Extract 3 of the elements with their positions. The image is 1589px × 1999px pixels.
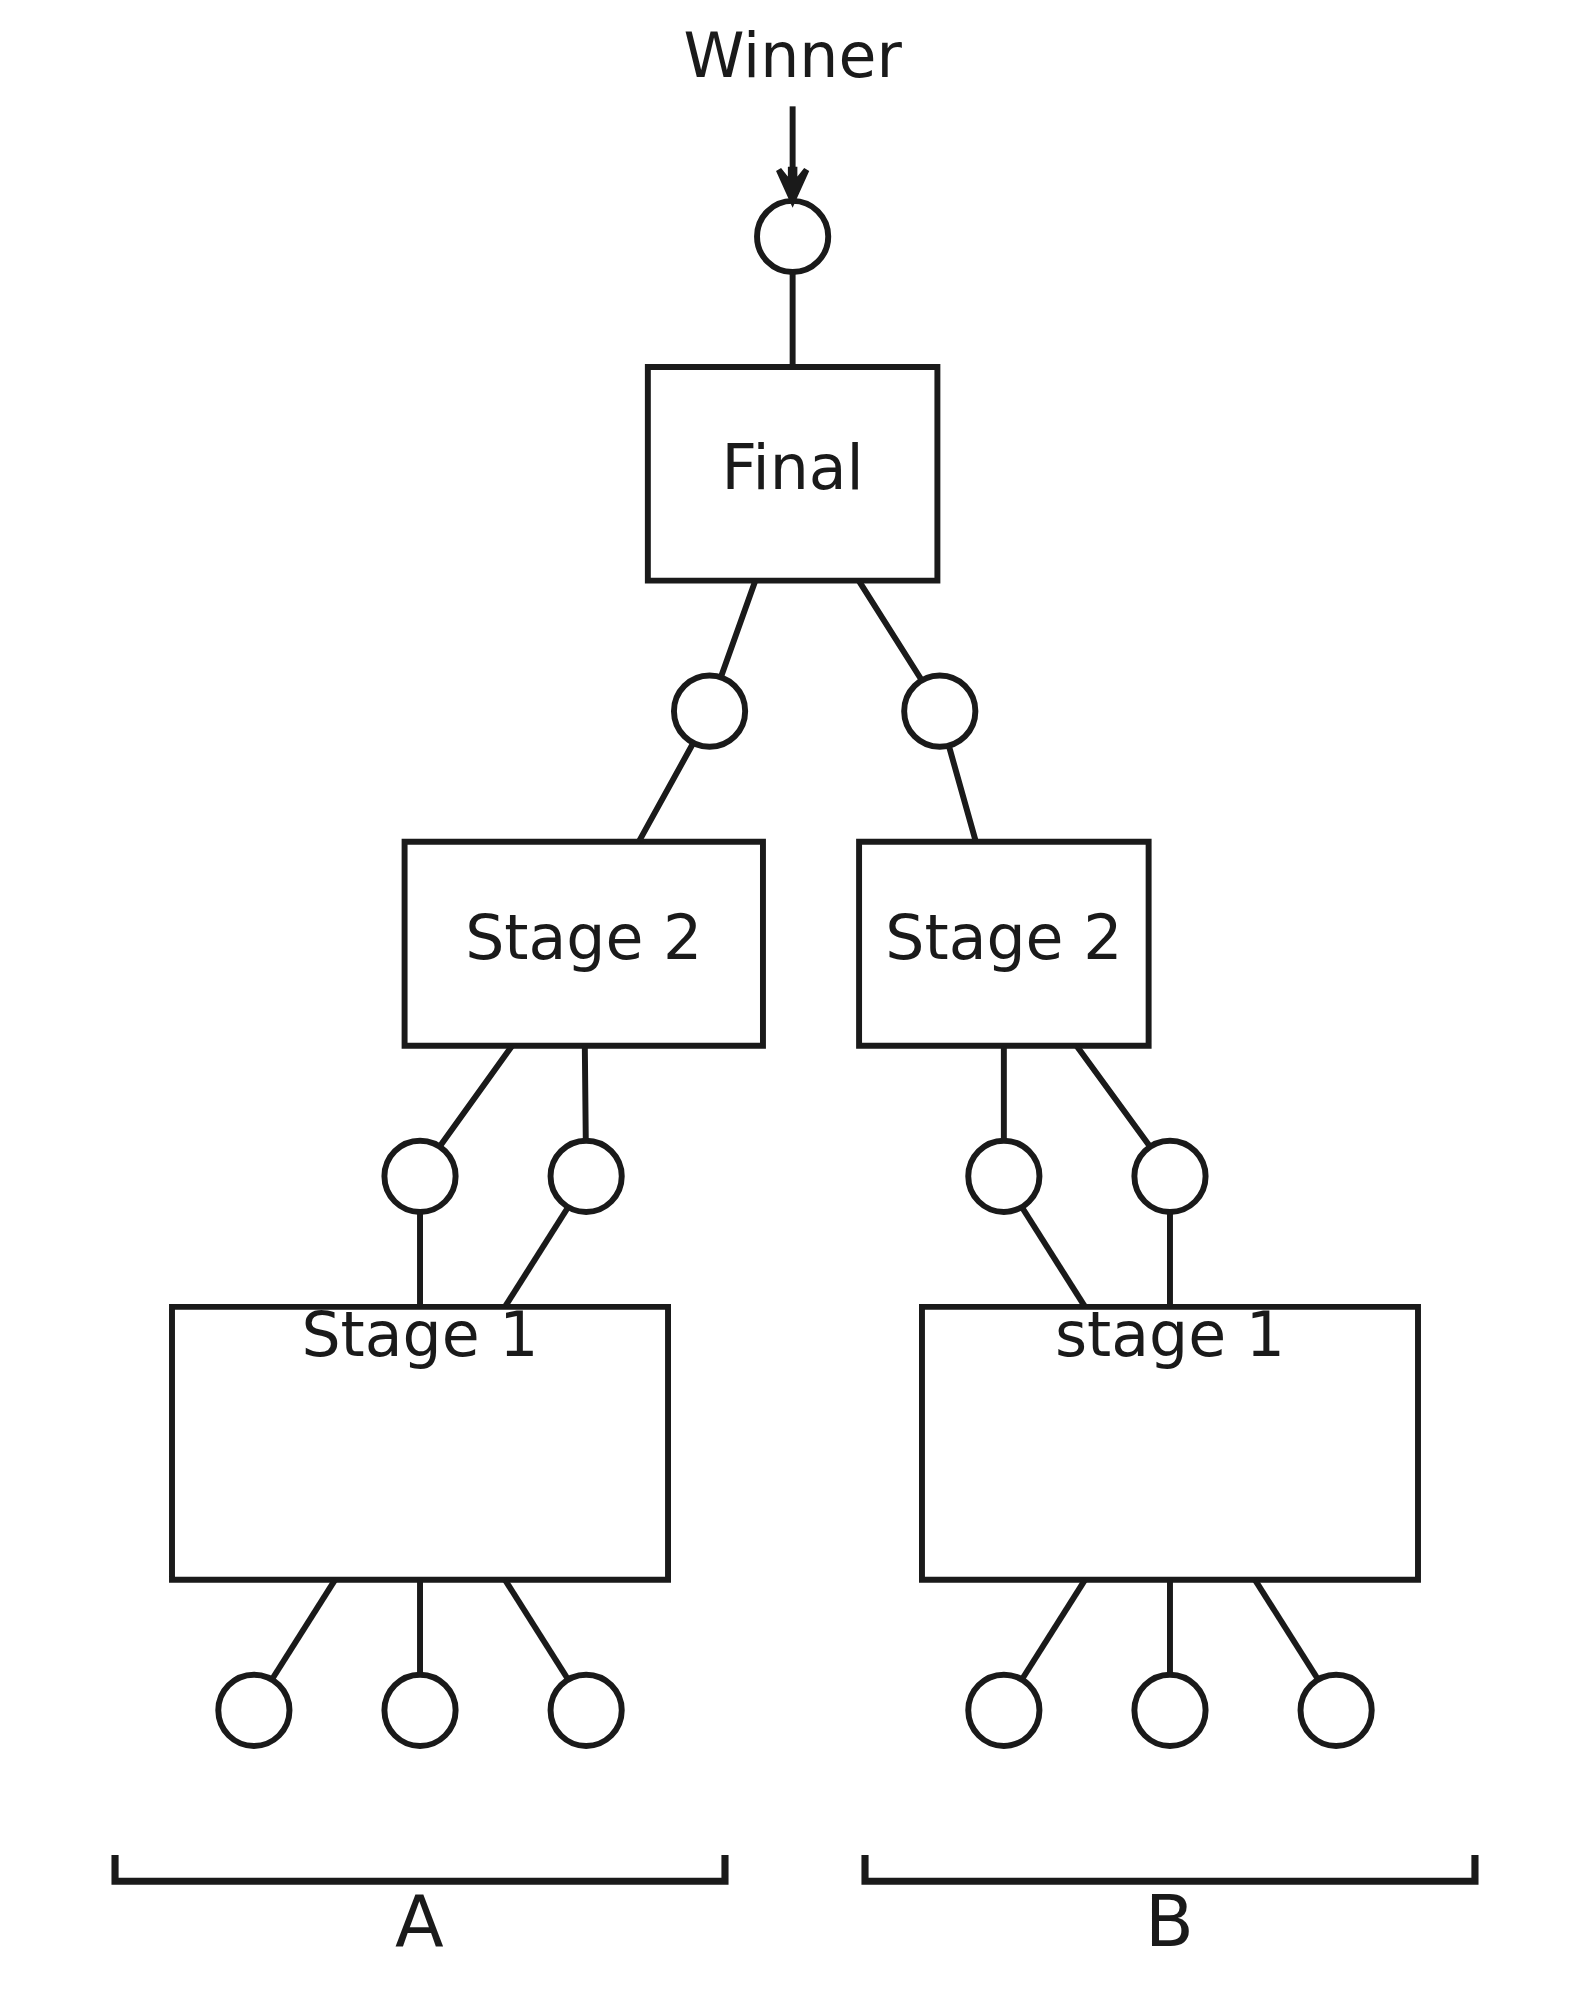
label: A (394, 1880, 444, 1964)
node-text: Winner (682, 19, 902, 92)
label: B (1144, 1880, 1194, 1964)
